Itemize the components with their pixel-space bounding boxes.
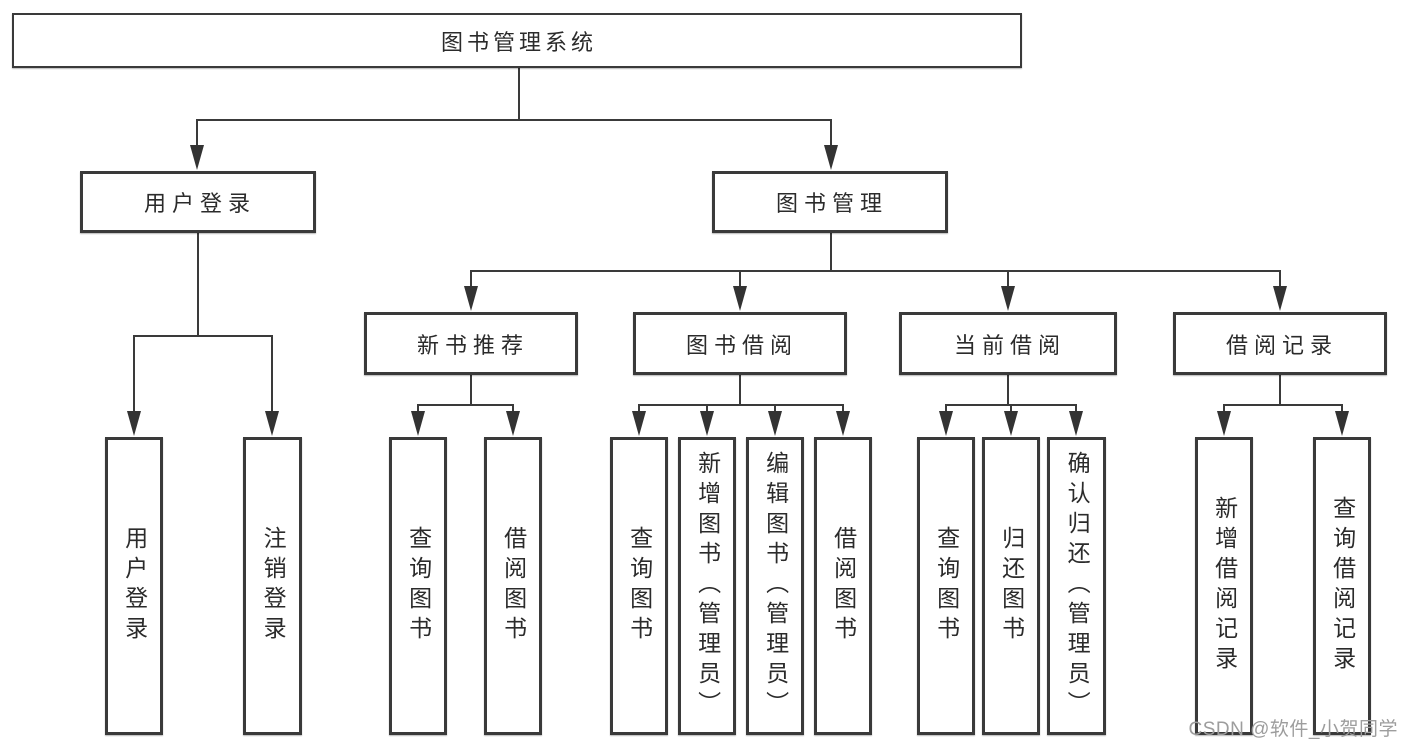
arrowhead <box>824 145 838 170</box>
node-label: 确认归还（管理员） <box>1064 451 1091 721</box>
arrowhead <box>1217 411 1231 436</box>
leaf-query-books-borrowing: 查询图书 <box>610 437 668 735</box>
arrowhead <box>700 411 714 436</box>
node-label: 归还图书 <box>998 526 1025 646</box>
arrowhead <box>1001 286 1015 311</box>
leaf-logout: 注销登录 <box>243 437 302 735</box>
node-book-borrowing: 图书借阅 <box>633 312 847 375</box>
node-label: 编辑图书（管理员） <box>762 451 789 721</box>
leaf-edit-books-admin: 编辑图书（管理员） <box>746 437 804 735</box>
node-label: 查询借阅记录 <box>1329 496 1356 676</box>
arrowhead <box>506 411 520 436</box>
node-label: 注销登录 <box>260 526 287 646</box>
node-label: 借阅记录 <box>1225 332 1338 358</box>
node-library-management-system: 图书管理系统 <box>12 13 1022 68</box>
arrowhead <box>939 411 953 436</box>
node-label: 查询图书 <box>933 526 960 646</box>
node-label: 新增借阅记录 <box>1211 496 1238 676</box>
csdn-watermark: CSDN @软件_小贺同学 <box>1188 719 1398 740</box>
arrowhead <box>1273 286 1287 311</box>
node-user-login: 用户登录 <box>80 171 316 233</box>
node-label: 借阅图书 <box>830 526 857 646</box>
leaf-query-borrow-record: 查询借阅记录 <box>1313 437 1371 735</box>
leaf-confirm-return-admin: 确认归还（管理员） <box>1047 437 1106 735</box>
leaf-return-books: 归还图书 <box>982 437 1040 735</box>
node-label: 图书借阅 <box>685 332 798 358</box>
node-new-book-recommendation: 新书推荐 <box>364 312 578 375</box>
arrowhead <box>464 286 478 311</box>
leaf-query-books-recommend: 查询图书 <box>389 437 447 735</box>
arrowhead <box>768 411 782 436</box>
leaf-add-borrow-record: 新增借阅记录 <box>1195 437 1253 735</box>
node-label: 图书管理 <box>775 191 888 216</box>
node-label: 查询图书 <box>626 526 653 646</box>
arrowhead <box>127 411 141 436</box>
node-label: 借阅图书 <box>500 526 527 646</box>
node-label: 查询图书 <box>405 526 432 646</box>
arrowhead <box>1335 411 1349 436</box>
arrowhead <box>190 145 204 170</box>
node-label: 当前借阅 <box>953 332 1066 358</box>
arrowhead <box>411 411 425 436</box>
node-label: 用户登录 <box>143 191 256 216</box>
leaf-borrow-books-recommend: 借阅图书 <box>484 437 542 735</box>
node-label: 图书管理系统 <box>440 29 597 55</box>
arrowhead <box>733 286 747 311</box>
node-book-management: 图书管理 <box>712 171 948 233</box>
leaf-user-login: 用户登录 <box>105 437 163 735</box>
node-current-borrowing: 当前借阅 <box>899 312 1117 375</box>
arrowhead <box>1069 411 1083 436</box>
leaf-add-books-admin: 新增图书（管理员） <box>678 437 736 735</box>
arrowhead <box>1004 411 1018 436</box>
leaf-borrow-books: 借阅图书 <box>814 437 872 735</box>
node-label: 新增图书（管理员） <box>694 451 721 721</box>
arrowhead <box>632 411 646 436</box>
node-borrowing-records: 借阅记录 <box>1173 312 1387 375</box>
node-label: 新书推荐 <box>416 332 529 358</box>
node-label: 用户登录 <box>121 526 148 646</box>
arrowhead <box>265 411 279 436</box>
leaf-query-books-current: 查询图书 <box>917 437 975 735</box>
arrowhead <box>836 411 850 436</box>
